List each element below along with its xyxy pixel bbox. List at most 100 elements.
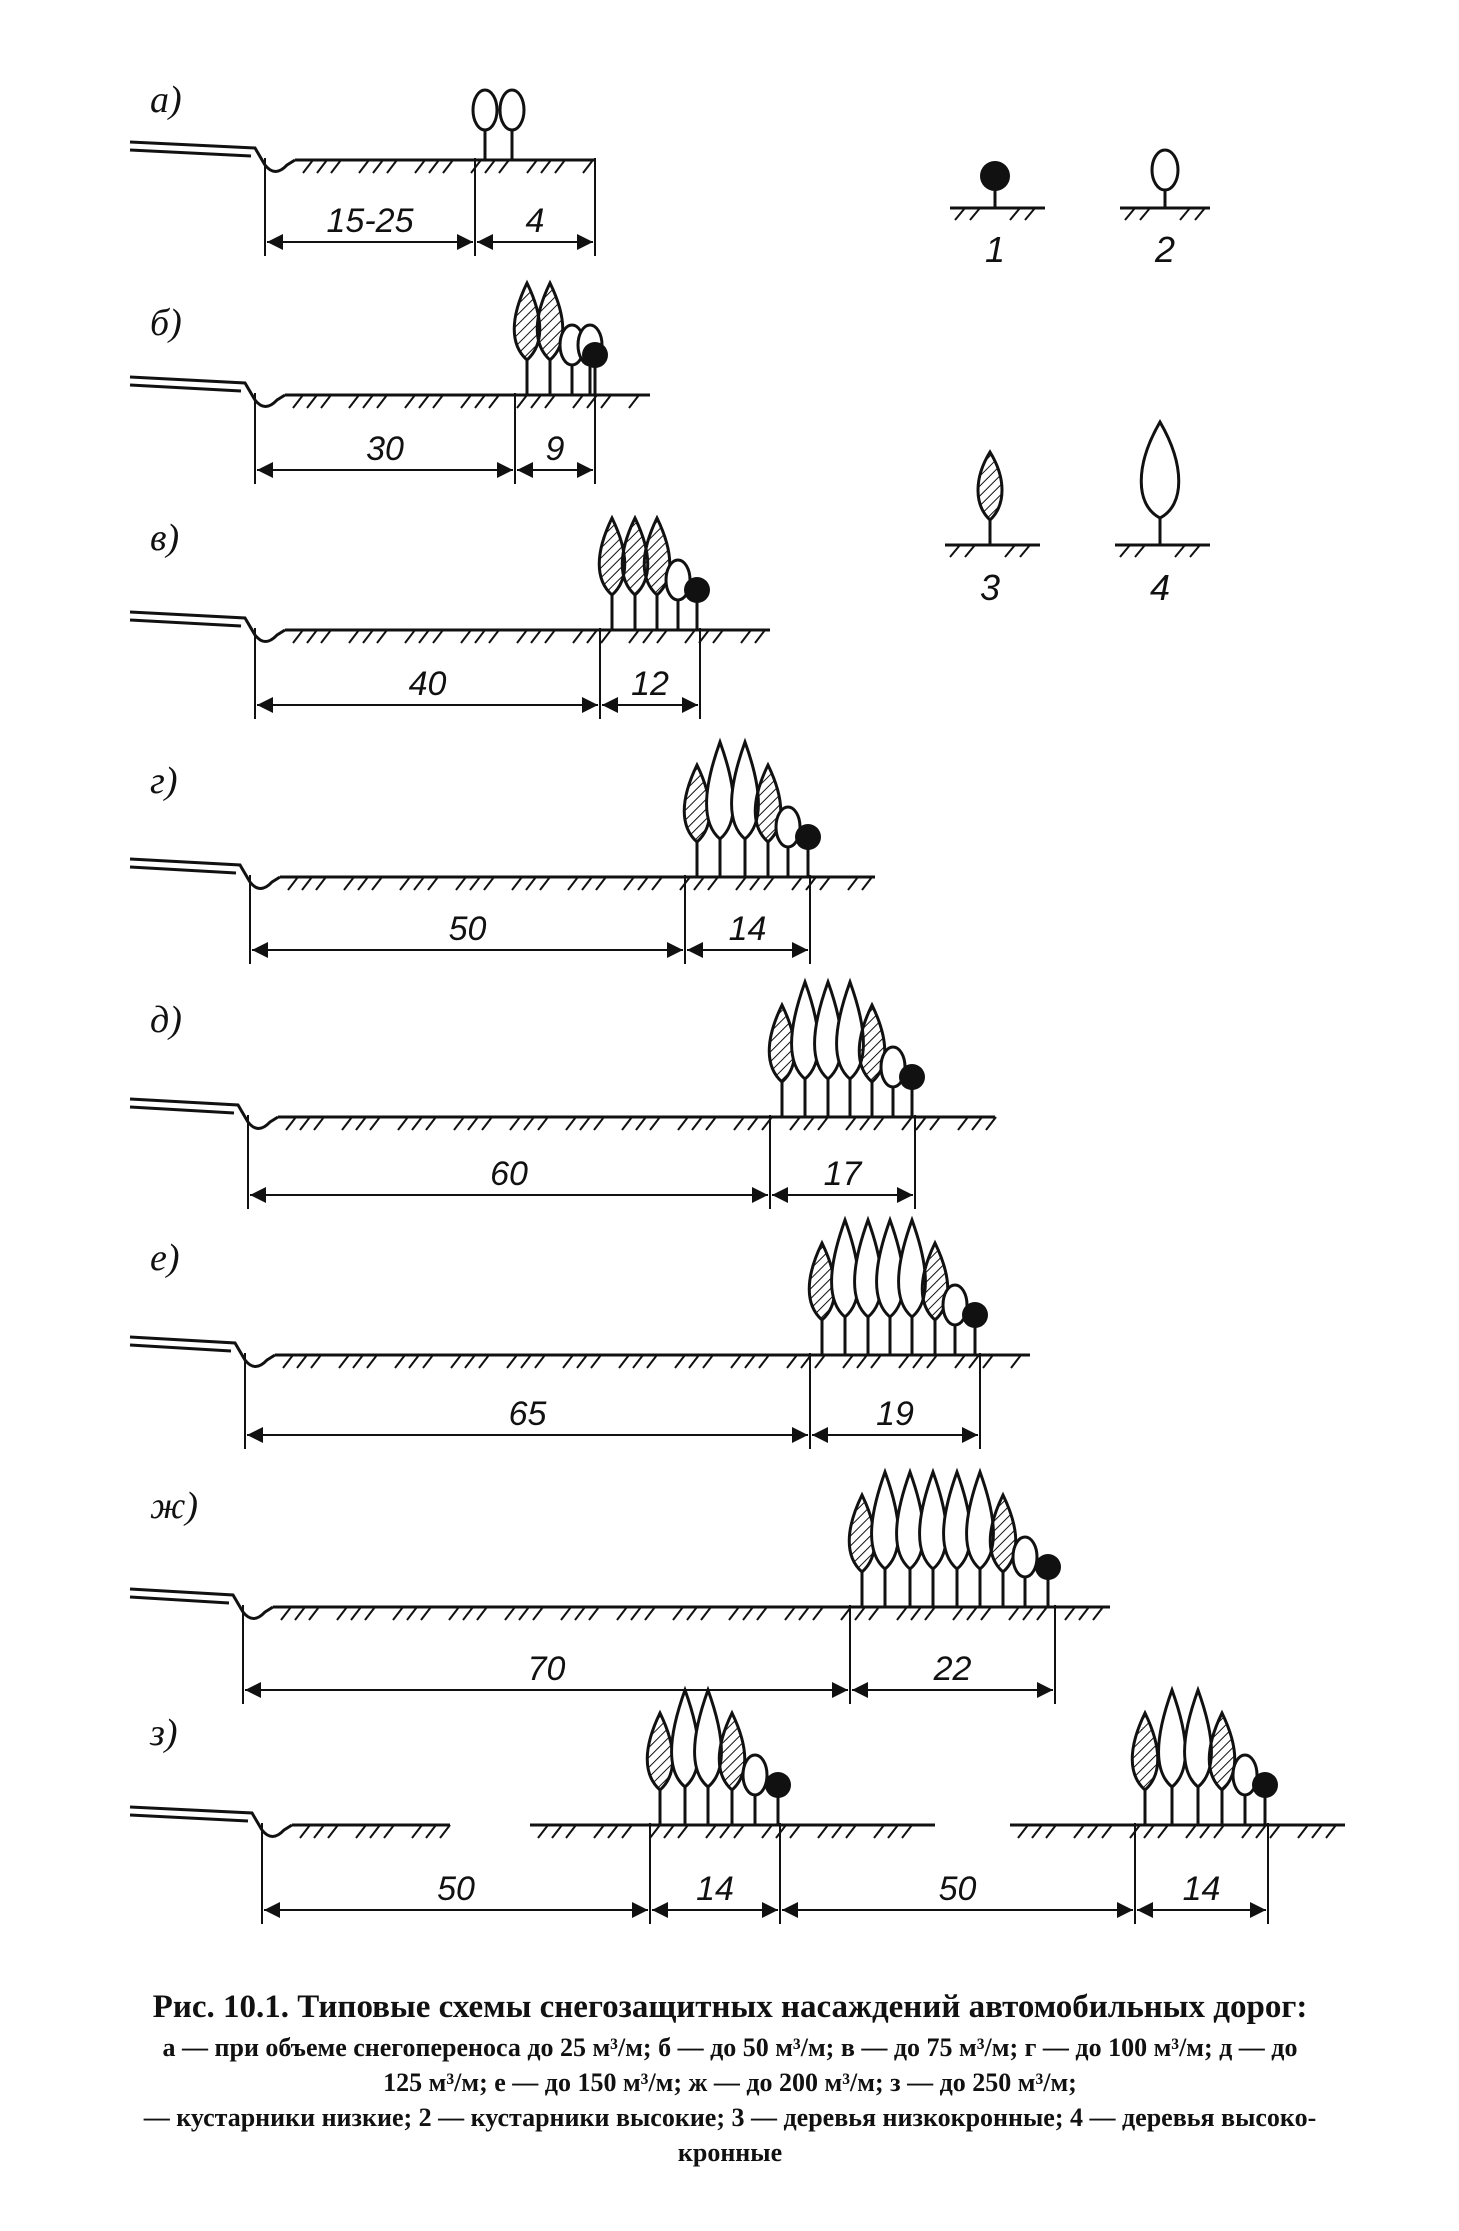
dimension-label: 14: [729, 910, 767, 948]
shrub-low-icon: [950, 161, 1045, 221]
tree-low-crown-icon: [512, 279, 542, 395]
road-embankment: [129, 140, 296, 173]
road-embankment: [129, 857, 281, 890]
scheme-row: г) 50 14: [129, 737, 875, 964]
dimension-label: 60: [490, 1155, 528, 1193]
row-label: г): [150, 760, 177, 802]
dimension-label: 15-25: [327, 202, 414, 240]
tree-low-crown-icon: [767, 1001, 797, 1117]
ground-line: [278, 1115, 997, 1131]
scheme-row: з) 50 14 50 14: [129, 1685, 1345, 1924]
shrub-low-icon: [899, 1064, 925, 1117]
ground-line: [280, 875, 875, 891]
scheme-row: д) 60 17: [129, 977, 997, 1209]
shrub-high-icon: [1120, 148, 1210, 221]
dimension-label: 50: [939, 1870, 977, 1908]
caption-line-4: кронные: [677, 2137, 783, 2167]
plantings: [597, 514, 710, 630]
tree-high-crown-icon: [1115, 419, 1210, 558]
ground-line: [273, 1605, 1110, 1621]
plantings: [512, 279, 608, 395]
dimension-label: 14: [696, 1870, 734, 1908]
tree-low-crown-icon: [857, 1001, 887, 1117]
plantings: [807, 1215, 988, 1355]
shrub-high-icon: [498, 88, 526, 160]
row-label: е): [150, 1237, 180, 1279]
plantings: [767, 977, 925, 1117]
scheme-row: ж) 70 22: [129, 1467, 1110, 1704]
tree-high-crown-icon: [1183, 1685, 1213, 1825]
ground-line: [292, 1823, 1345, 1839]
road-embankment: [129, 1587, 274, 1620]
dimension-label: 9: [546, 430, 565, 468]
tree-high-crown-icon: [730, 737, 760, 877]
dimension-label: 50: [449, 910, 487, 948]
legend-number: 3: [980, 567, 1000, 608]
scheme-row: б) 30 9: [129, 279, 650, 484]
row-label: в): [150, 517, 179, 559]
legend-item-3: 3: [945, 449, 1040, 608]
row-label: б): [150, 302, 182, 344]
dimension-label: 40: [409, 665, 447, 703]
shrub-low-icon: [1252, 1772, 1278, 1825]
tree-low-crown-icon: [645, 1709, 675, 1825]
shrub-low-icon: [962, 1302, 988, 1355]
legend-number: 1: [985, 229, 1005, 270]
road-embankment: [129, 1335, 276, 1368]
legend-number: 2: [1154, 229, 1175, 270]
row-label: ж): [150, 1485, 198, 1527]
plantings: [682, 737, 821, 877]
tree-low-crown-icon: [597, 514, 627, 630]
caption-line-1: а — при объеме снегопереноса до 25 м³/м;…: [162, 2032, 1298, 2062]
dimension-label: 4: [526, 202, 545, 240]
dimension-label: 14: [1183, 1870, 1221, 1908]
tree-low-crown-icon: [535, 279, 565, 395]
shrub-low-icon: [684, 577, 710, 630]
tree-high-crown-icon: [897, 1215, 927, 1355]
shrub-low-icon: [765, 1772, 791, 1825]
road-embankment: [129, 610, 286, 643]
tree-high-crown-icon: [705, 737, 735, 877]
dimension-label: 30: [366, 430, 404, 468]
dimension-label: 50: [437, 1870, 475, 1908]
plantings: [847, 1467, 1061, 1607]
tree-high-crown-icon: [693, 1685, 723, 1825]
tree-high-crown-icon: [870, 1467, 900, 1607]
tree-low-crown-icon: [807, 1239, 837, 1355]
legend: 1 2 3: [945, 148, 1210, 608]
tree-low-crown-icon: [717, 1709, 747, 1825]
dimension-label: 17: [824, 1155, 863, 1193]
caption-line-2: 125 м³/м; е — до 150 м³/м; ж — до 200 м³…: [383, 2067, 1077, 2097]
row-label: а): [150, 79, 182, 121]
dimension-label: 65: [509, 1395, 547, 1433]
ground-line: [275, 1353, 1030, 1369]
tree-low-crown-icon: [988, 1491, 1018, 1607]
tree-low-crown-icon: [1130, 1709, 1160, 1825]
caption-title: Рис. 10.1. Типовые схемы снегозащитных н…: [152, 1989, 1308, 2025]
legend-item-2: 2: [1120, 148, 1210, 270]
tree-low-crown-icon: [920, 1239, 950, 1355]
row-label: з): [149, 1712, 177, 1754]
snow-protection-schemes: 1 2 3: [129, 79, 1345, 1924]
shrub-high-icon: [1011, 1535, 1039, 1607]
dimension-label: 12: [631, 665, 669, 703]
shrub-high-icon: [741, 1753, 769, 1825]
tree-low-crown-icon: [753, 761, 783, 877]
dimension-label: 19: [876, 1395, 914, 1433]
tree-low-crown-icon: [1207, 1709, 1237, 1825]
row-label: д): [150, 999, 182, 1041]
legend-number: 4: [1150, 567, 1170, 608]
scheme-row: а) 15-25 4: [129, 79, 596, 256]
tree-high-crown-icon: [965, 1467, 995, 1607]
dimension-label: 70: [528, 1650, 566, 1688]
dimension-label: 22: [933, 1650, 972, 1688]
shrub-low-icon: [582, 342, 608, 395]
legend-item-4: 4: [1115, 419, 1210, 608]
road-embankment: [129, 375, 286, 408]
plantings: [645, 1685, 1278, 1825]
shrub-low-icon: [795, 824, 821, 877]
plantings: [471, 88, 526, 160]
road-embankment: [129, 1805, 293, 1838]
tree-high-crown-icon: [835, 977, 865, 1117]
